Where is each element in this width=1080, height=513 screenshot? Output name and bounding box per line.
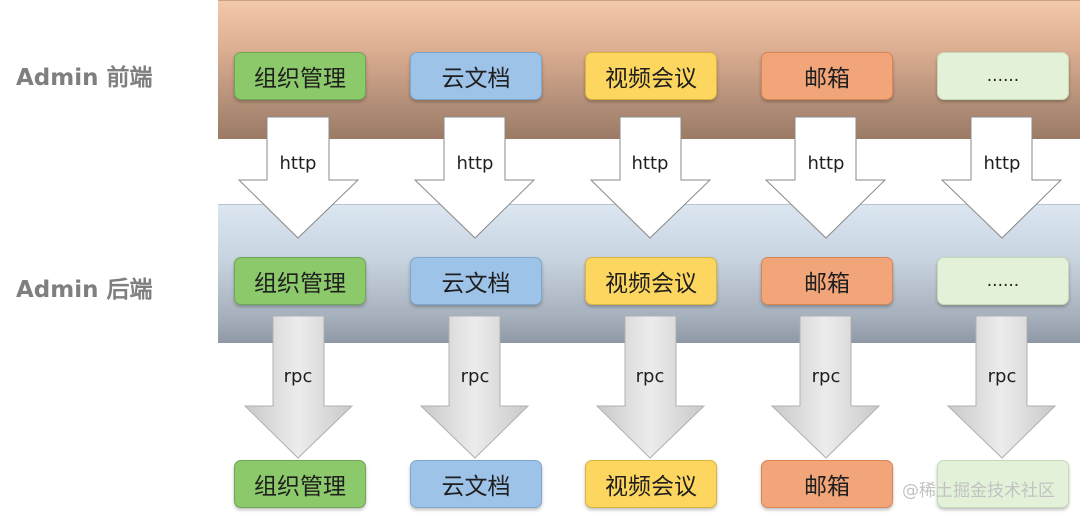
http-label-3: http — [632, 153, 669, 174]
frontend-module-video: 视频会议 — [585, 52, 717, 100]
http-label-5: http — [984, 153, 1021, 174]
service-module-org: 组织管理 — [234, 460, 366, 508]
backend-module-video: 视频会议 — [585, 257, 717, 305]
backend-module-mail: 邮箱 — [761, 257, 893, 305]
service-module-mail: 邮箱 — [761, 460, 893, 508]
backend-module-org: 组织管理 — [234, 257, 366, 305]
frontend-module-docs: 云文档 — [410, 52, 542, 100]
frontend-module-mail: 邮箱 — [761, 52, 893, 100]
http-label-2: http — [457, 153, 494, 174]
service-module-video: 视频会议 — [585, 460, 717, 508]
backend-module-more: ...... — [937, 257, 1069, 305]
http-label-4: http — [808, 153, 845, 174]
service-module-more — [937, 460, 1069, 508]
watermark: @稀土掘金技术社区 — [902, 481, 1055, 501]
frontend-module-more: ...... — [937, 52, 1069, 100]
service-module-docs: 云文档 — [410, 460, 542, 508]
rpc-label-3: rpc — [636, 366, 665, 387]
rpc-label-2: rpc — [461, 366, 490, 387]
http-label-1: http — [280, 153, 317, 174]
rpc-label-1: rpc — [284, 366, 313, 387]
backend-module-docs: 云文档 — [410, 257, 542, 305]
frontend-layer-label: Admin 前端 — [16, 65, 153, 91]
backend-layer-label: Admin 后端 — [16, 277, 153, 303]
rpc-label-5: rpc — [988, 366, 1017, 387]
rpc-label-4: rpc — [812, 366, 841, 387]
frontend-module-org: 组织管理 — [234, 52, 366, 100]
